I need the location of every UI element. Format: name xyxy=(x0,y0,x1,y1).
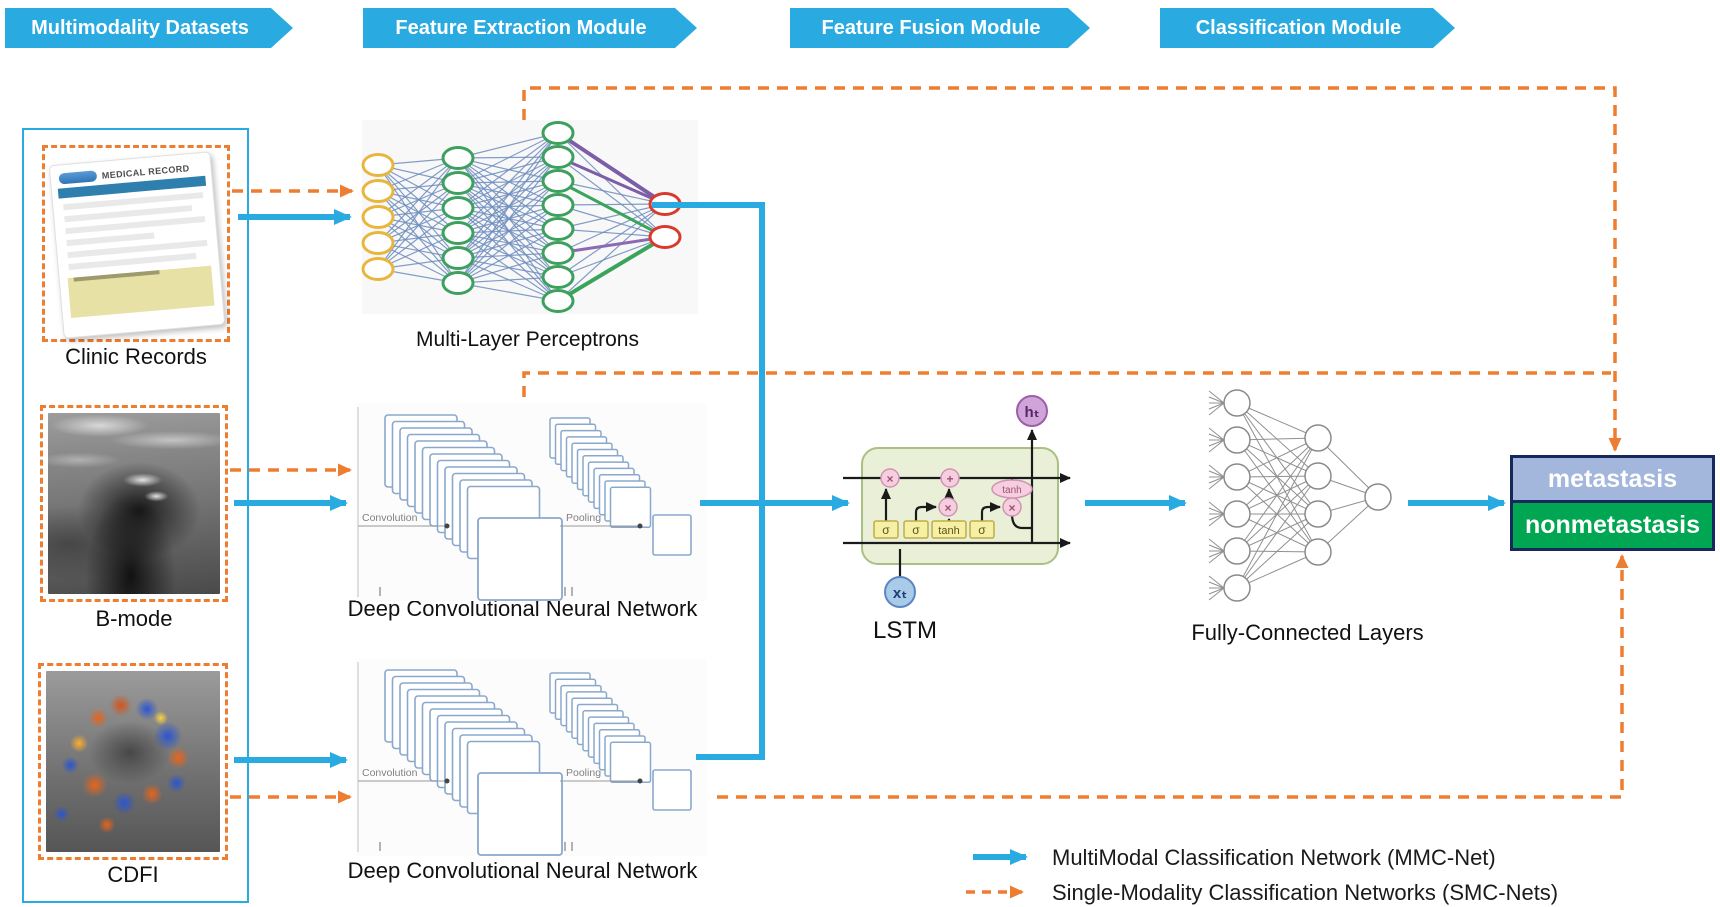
clinic-records-box xyxy=(42,145,230,342)
lstm-add-op xyxy=(940,468,960,488)
banner-feature-extraction: Feature Extraction Module xyxy=(363,8,697,48)
lstm-gate-sigma xyxy=(873,520,899,539)
lstm-tanh-op xyxy=(991,479,1033,499)
lstm-gate-tanh xyxy=(931,520,967,539)
gate1-label: σ xyxy=(882,523,890,537)
b-mode-box xyxy=(40,405,228,602)
fc-label: Fully-Connected Layers xyxy=(1191,620,1424,645)
op-multiply-glyph: × xyxy=(886,472,893,486)
legend-smc-label: Single-Modality Classification Networks … xyxy=(1052,880,1559,905)
classification-result-box: metastasis nonmetastasis xyxy=(1510,455,1715,551)
banner-multimodality-datasets: Multimodality Datasets xyxy=(5,8,293,48)
banner-feature-fusion: Feature Fusion Module xyxy=(790,8,1090,48)
op-add-glyph: + xyxy=(946,472,953,486)
lstm-figure: × + × × tanh σ σ tanh σ xₜ hₜ xyxy=(843,395,1071,608)
mmc-flow-arrows xyxy=(234,202,1506,768)
lstm-gate-sigma xyxy=(969,520,995,539)
dcnn-bottom-figure: Convolution Pooling xyxy=(356,658,706,856)
op-multiply-glyph: × xyxy=(944,501,951,515)
op-multiply-glyph: × xyxy=(1008,501,1015,515)
fc-figure xyxy=(1208,389,1392,602)
gate2-label: σ xyxy=(912,523,920,537)
mlp-label: Multi-Layer Perceptrons xyxy=(416,328,639,351)
record-form-row xyxy=(66,232,155,247)
nonmetastasis-result: nonmetastasis xyxy=(1513,503,1712,548)
gate3-label: tanh xyxy=(938,525,959,537)
lstm-output-symbol: hₜ xyxy=(1025,404,1040,421)
b-mode-label: B-mode xyxy=(95,606,173,631)
legend-arrows xyxy=(966,849,1028,899)
record-notes-area xyxy=(67,265,215,319)
lstm-input-symbol: xₜ xyxy=(893,585,907,602)
lstm-output-node xyxy=(1016,395,1048,427)
dcnn-bottom-conv-label: Convolution xyxy=(362,767,418,779)
metastasis-result: metastasis xyxy=(1513,458,1712,503)
record-notes-line xyxy=(73,270,161,282)
op-tanh-glyph: tanh xyxy=(1002,485,1021,496)
lstm-multiply-op xyxy=(938,497,958,517)
lstm-multiply-op xyxy=(880,468,900,488)
clinic-record-image: MEDICAL RECORD xyxy=(48,151,226,339)
lstm-label: LSTM xyxy=(872,617,937,644)
health-logo-pill xyxy=(58,170,98,185)
lstm-gate-sigma xyxy=(903,520,929,539)
cdfi-label: CDFI xyxy=(107,862,159,887)
cdfi-image xyxy=(46,671,220,852)
clinic-records-label: Clinic Records xyxy=(65,344,207,369)
cdfi-box xyxy=(38,663,228,860)
dcnn-top-figure: Convolution Pooling xyxy=(356,403,706,601)
dcnn-top-pool-label: Pooling xyxy=(566,512,601,524)
banner-classification: Classification Module xyxy=(1160,8,1455,48)
mlp-figure xyxy=(361,120,698,314)
lstm-multiply-op xyxy=(1002,497,1022,517)
datasets-panel xyxy=(22,128,249,903)
dcnn-bottom-label: Deep Convolutional Neural Network xyxy=(347,858,698,883)
dcnn-top-conv-label: Convolution xyxy=(362,512,418,524)
gate4-label: σ xyxy=(978,523,986,537)
dcnn-bottom-pool-label: Pooling xyxy=(566,767,601,779)
legend-mmc-label: MultiModal Classification Network (MMC-N… xyxy=(1052,845,1496,870)
lstm-input-node xyxy=(884,576,916,608)
dcnn-top-label: Deep Convolutional Neural Network xyxy=(347,596,698,621)
b-mode-image xyxy=(48,413,220,594)
smc-flow-arrows xyxy=(230,86,1629,804)
